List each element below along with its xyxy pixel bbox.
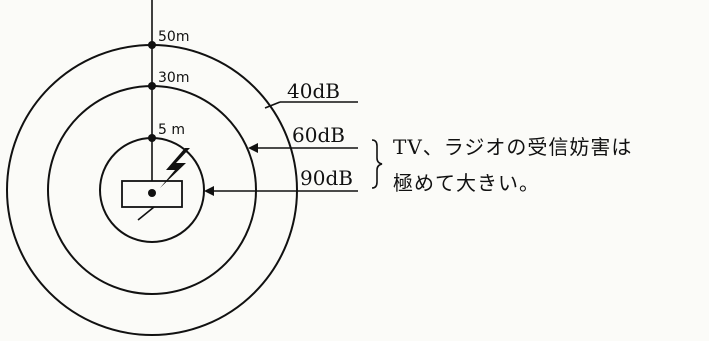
level-90db: 90dB	[300, 166, 353, 190]
dot-50m	[148, 41, 156, 49]
source-slant-line	[137, 206, 155, 221]
lightning-bolt-icon	[160, 148, 190, 188]
leader-40db-diagonal	[264, 101, 281, 109]
note-line-2: 極めて大きい。	[393, 171, 540, 195]
arrow-90db-icon	[204, 186, 214, 196]
label-30m: 30m	[158, 70, 189, 86]
level-60db: 60dB	[292, 123, 345, 147]
label-5m: 5 m	[158, 122, 185, 138]
arrow-60db-icon	[248, 143, 258, 153]
note-line-1: TV、ラジオの受信妨害は	[393, 135, 632, 159]
dot-30m	[148, 82, 156, 90]
group-brace	[371, 139, 383, 189]
label-50m: 50m	[158, 29, 189, 45]
dot-5m	[148, 134, 156, 142]
source-center-dot	[148, 189, 156, 197]
level-40db: 40dB	[287, 79, 340, 103]
